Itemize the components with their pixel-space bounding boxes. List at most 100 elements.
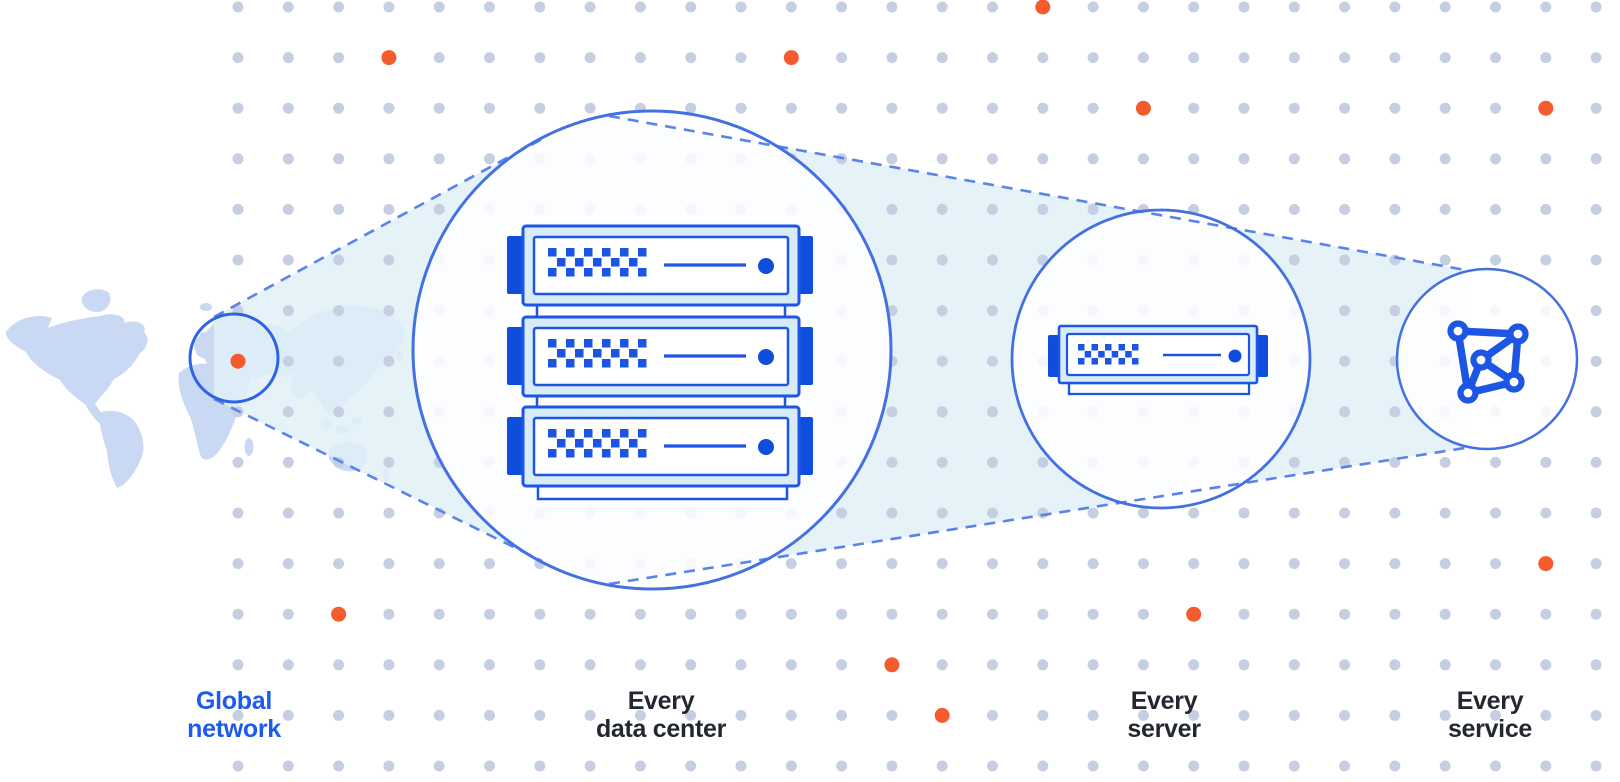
grid-dot	[1540, 608, 1552, 620]
grid-dot	[1288, 102, 1300, 114]
grid-dot	[785, 102, 797, 114]
grid-dot	[433, 659, 445, 671]
grid-dot	[1439, 608, 1451, 620]
grid-dot	[936, 608, 948, 620]
server-face	[532, 326, 790, 387]
grid-dot	[1590, 153, 1602, 165]
grid-dot-orange	[884, 657, 900, 673]
server-led-square	[602, 339, 611, 348]
grid-dot	[534, 102, 546, 114]
grid-dot-orange	[1538, 556, 1554, 572]
grid-dot	[433, 608, 445, 620]
grid-dot	[1339, 52, 1351, 64]
map-uk	[198, 332, 210, 348]
grid-dot	[333, 1, 345, 13]
grid-dot	[383, 709, 395, 721]
grid-dot	[1238, 709, 1250, 721]
grid-dot	[1288, 1, 1300, 13]
grid-dot	[1490, 52, 1501, 64]
grid-dot	[836, 608, 848, 620]
grid-dot	[1037, 558, 1049, 570]
grid-dot	[1490, 203, 1501, 215]
map-south-america	[99, 410, 144, 488]
grid-dot	[1540, 153, 1552, 165]
grid-dot	[1037, 608, 1049, 620]
grid-dot	[383, 659, 395, 671]
grid-dot	[1540, 659, 1552, 671]
grid-dot-orange	[1186, 606, 1202, 622]
grid-dot	[785, 558, 797, 570]
server-face	[532, 235, 790, 296]
grid-dot	[1439, 456, 1451, 468]
grid-dot	[987, 52, 998, 64]
server-ear-left	[507, 417, 525, 475]
server-led-square	[593, 349, 602, 358]
grid-dot	[333, 760, 345, 772]
grid-dot-orange	[1135, 100, 1151, 116]
grid-dot	[1439, 153, 1451, 165]
grid-dot	[987, 406, 998, 418]
grid-dot	[282, 659, 294, 671]
server-unit-icon	[1048, 324, 1268, 396]
grid-dot	[1339, 406, 1351, 418]
server-led-square	[566, 268, 575, 277]
label-line: data center	[595, 715, 727, 743]
grid-dot	[1188, 659, 1200, 671]
server-led-square	[611, 439, 620, 448]
label-line: Every	[1456, 687, 1524, 715]
grid-dot	[735, 659, 747, 671]
grid-dot	[1439, 52, 1451, 64]
grid-dot	[1037, 709, 1049, 721]
server-led-square	[629, 258, 638, 267]
server-led-square	[584, 429, 593, 438]
grid-dot	[282, 608, 294, 620]
grid-dot	[1087, 608, 1099, 620]
grid-dot	[1590, 406, 1602, 418]
grid-dot	[232, 52, 244, 64]
grid-dot	[735, 608, 747, 620]
grid-dot	[433, 760, 445, 772]
grid-dot	[936, 254, 948, 266]
map-north-america	[6, 314, 148, 427]
grid-dot	[433, 203, 445, 215]
grid-dot	[534, 1, 546, 13]
grid-dot	[1439, 203, 1451, 215]
grid-dot	[1137, 52, 1149, 64]
grid-dot	[1439, 1, 1451, 13]
grid-dot	[282, 102, 294, 114]
grid-dot	[685, 102, 697, 114]
grid-dot	[333, 203, 345, 215]
grid-dot	[836, 558, 848, 570]
grid-dot	[1288, 203, 1300, 215]
server-led-square	[638, 429, 647, 438]
grid-dot	[333, 153, 345, 165]
grid-dot-orange	[1035, 0, 1051, 15]
server-led-square	[611, 258, 620, 267]
grid-dot	[383, 760, 395, 772]
grid-dot	[936, 456, 948, 468]
grid-dot	[232, 659, 244, 671]
grid-dot	[1590, 659, 1602, 671]
grid-dot	[282, 254, 294, 266]
mesh-node	[1503, 371, 1525, 393]
grid-dot	[987, 254, 998, 266]
grid-dot	[1087, 709, 1099, 721]
grid-dot	[333, 102, 345, 114]
grid-dot	[987, 608, 998, 620]
grid-dot	[886, 558, 898, 570]
grid-dot	[987, 456, 998, 468]
grid-dot	[1439, 558, 1451, 570]
grid-dot	[484, 102, 495, 114]
grid-dot	[1087, 52, 1099, 64]
grid-dot	[333, 305, 345, 317]
server-led-square	[620, 429, 629, 438]
grid-dot	[634, 1, 646, 13]
server-face	[532, 416, 790, 477]
grid-dot	[383, 102, 395, 114]
grid-dot	[1590, 254, 1602, 266]
grid-dot	[735, 760, 747, 772]
grid-dot	[1590, 608, 1602, 620]
server-led-square	[1078, 358, 1085, 365]
server-led-square	[1132, 344, 1139, 351]
